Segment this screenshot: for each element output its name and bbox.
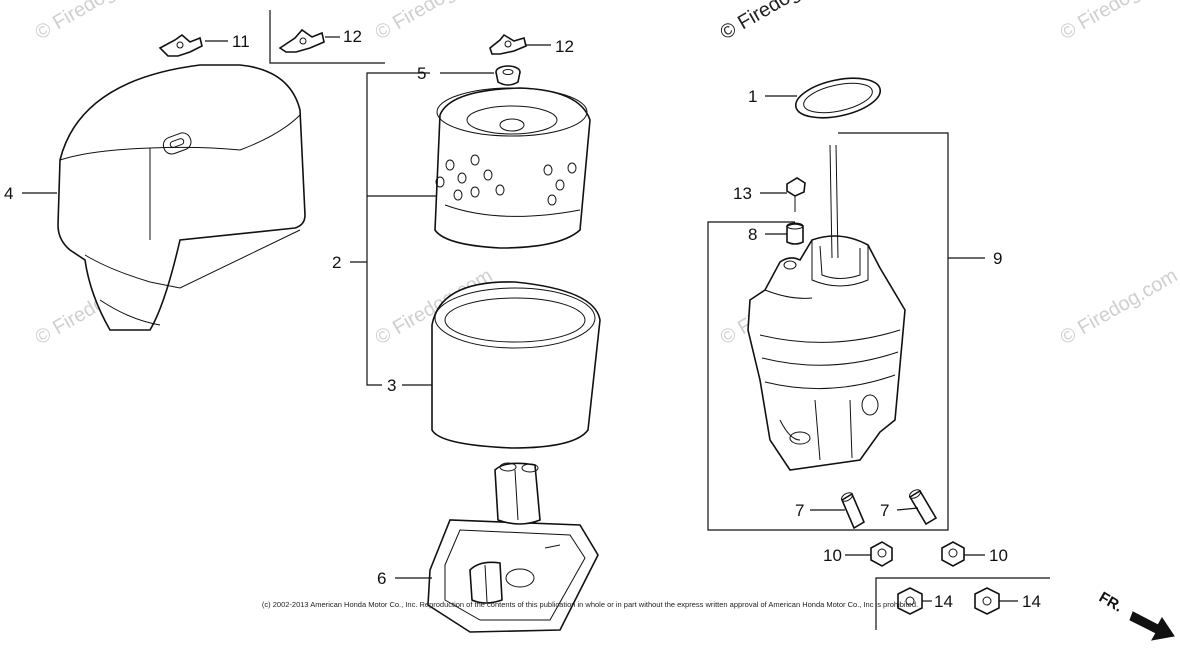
watermark: © Firedog.com xyxy=(1057,265,1180,350)
callout-11[interactable]: 11 xyxy=(232,32,250,51)
part-7b-pin[interactable] xyxy=(908,488,938,526)
callout-numbers: 11 12 12 5 4 2 3 6 1 13 8 9 7 7 10 10 14… xyxy=(4,27,1041,611)
callout-10[interactable]: 10 xyxy=(823,546,842,565)
part-1-gasket[interactable] xyxy=(792,71,884,124)
callout-12[interactable]: 12 xyxy=(343,27,362,46)
part-6-base[interactable] xyxy=(427,462,599,633)
front-direction-indicator: FR. xyxy=(1096,589,1175,641)
callout-6[interactable]: 6 xyxy=(377,569,386,588)
part-14b-nut[interactable] xyxy=(974,587,1000,615)
callout-7[interactable]: 7 xyxy=(880,501,889,520)
part-13-bolt[interactable] xyxy=(786,177,806,212)
callout-14[interactable]: 14 xyxy=(1022,592,1041,611)
callout-1[interactable]: 1 xyxy=(748,87,757,106)
callout-10[interactable]: 10 xyxy=(989,546,1008,565)
callout-14[interactable]: 14 xyxy=(934,592,953,611)
part-8-collar[interactable] xyxy=(786,222,804,245)
callout-2[interactable]: 2 xyxy=(332,253,341,272)
watermark: © Firedog.com xyxy=(372,0,497,44)
front-arrow-icon xyxy=(1129,611,1175,641)
part-12b-wing-nut[interactable] xyxy=(489,33,527,55)
watermark: © Firedog.com xyxy=(32,0,157,44)
part-5-grommet[interactable] xyxy=(495,65,521,86)
part-7a-pin[interactable] xyxy=(840,491,866,530)
part-10b-nut[interactable] xyxy=(941,541,965,567)
part-12a-wing-nut[interactable] xyxy=(278,28,325,53)
watermark: © Firedog.com xyxy=(717,0,842,44)
watermark: © Firedog.com xyxy=(1057,0,1180,44)
part-9-case[interactable] xyxy=(747,144,906,471)
part-10a-nut[interactable] xyxy=(870,541,893,567)
callout-12[interactable]: 12 xyxy=(555,37,574,56)
part-2-filter-element[interactable] xyxy=(434,87,591,249)
callout-7[interactable]: 7 xyxy=(795,501,804,520)
part-11-wing-nut[interactable] xyxy=(158,33,203,57)
callout-5[interactable]: 5 xyxy=(417,64,426,83)
filter-perforations xyxy=(435,154,577,206)
callout-3[interactable]: 3 xyxy=(387,376,396,395)
copyright-notice: (c) 2002-2013 American Honda Motor Co., … xyxy=(261,600,919,609)
callout-13[interactable]: 13 xyxy=(733,184,752,203)
part-14a-nut[interactable] xyxy=(897,587,923,615)
part-4-cover[interactable] xyxy=(57,64,306,331)
part-3-foam-filter[interactable] xyxy=(431,281,601,449)
callout-4[interactable]: 4 xyxy=(4,184,13,203)
callout-8[interactable]: 8 xyxy=(748,225,757,244)
leader-lines xyxy=(22,10,1050,630)
callout-9[interactable]: 9 xyxy=(993,249,1002,268)
